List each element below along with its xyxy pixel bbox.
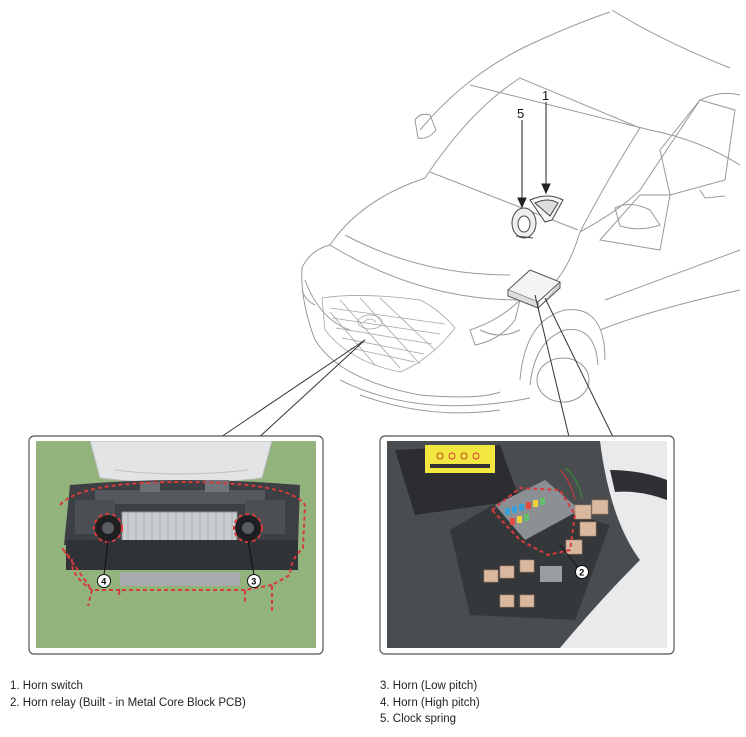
steering-horn-switch	[529, 195, 564, 223]
legend-item: 5. Clock spring	[380, 713, 457, 725]
clock-spring-part	[511, 207, 537, 239]
relay-highlight-outline	[490, 486, 577, 557]
legend-item: 2. Horn relay (Built - in Metal Core Blo…	[10, 696, 246, 709]
callout-3-label: 3	[251, 577, 256, 587]
legend-item: 4. Horn (High pitch)	[380, 696, 480, 709]
relay-inset-photo: 2	[379, 435, 675, 655]
callout-1-label: 1	[542, 88, 549, 103]
callout-leaders	[517, 102, 551, 209]
zoom-lines	[214, 294, 616, 442]
callout-4-label: 4	[101, 577, 106, 587]
callout-5-label: 5	[517, 106, 524, 121]
legend-left: 1. Horn switch 2. Horn relay (Built - in…	[10, 678, 246, 711]
battery-warning-label	[425, 445, 495, 473]
hyundai-logo-icon	[357, 314, 383, 330]
legend-item: 1. Horn switch	[10, 680, 83, 692]
bumper-highlight-outline	[59, 480, 307, 612]
legend-item: 3. Horn (Low pitch)	[380, 680, 478, 692]
front-grille	[321, 295, 456, 373]
horn-location-diagram: 1 5	[28, 9, 741, 655]
legend-right: 3. Horn (Low pitch) 4. Horn (High pitch)…	[380, 678, 480, 728]
car-outline	[301, 9, 741, 414]
callout-2-label: 2	[579, 568, 584, 578]
horn-inset-photo: 4 3	[28, 435, 324, 655]
engine-room-junction-box	[507, 269, 561, 309]
